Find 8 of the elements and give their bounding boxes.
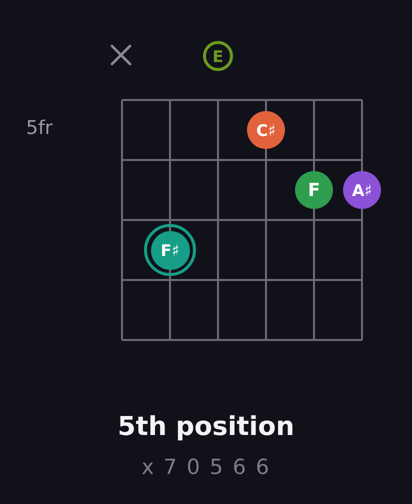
fret-number: 5fr [26, 118, 53, 140]
note-dot: F [295, 171, 333, 209]
note-dot: C♯ [247, 111, 285, 149]
fingering-text: x 7 0 5 6 6 [141, 455, 271, 480]
open-string-ring: E [203, 41, 233, 71]
chord-title: 5th position [118, 413, 294, 443]
note-dot: A♯ [343, 171, 381, 209]
root-note-dot: F♯ [144, 224, 196, 276]
